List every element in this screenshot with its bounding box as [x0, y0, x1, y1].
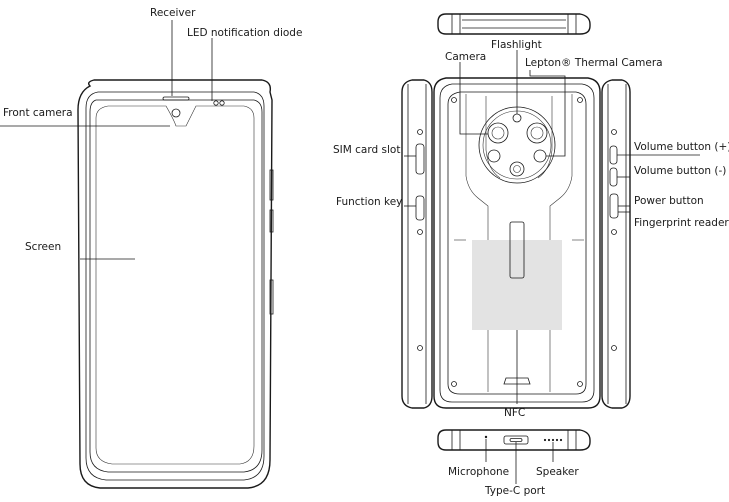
label-power-button: Power button [634, 195, 704, 207]
top-edge-view [437, 13, 591, 35]
label-nfc: NFC [504, 407, 525, 419]
microphone-hole [484, 435, 488, 439]
function-key [415, 195, 425, 221]
label-flashlight: Flashlight [491, 39, 542, 51]
volume-up-button [609, 145, 618, 165]
label-volume-down: Volume button (-) [634, 165, 726, 177]
left-side-view [401, 79, 433, 409]
label-volume-up: Volume button (+) [634, 141, 729, 153]
sim-card-slot [415, 143, 425, 175]
label-speaker: Speaker [536, 466, 579, 478]
front-camera-lens [171, 108, 181, 118]
label-microphone: Microphone [448, 466, 509, 478]
label-thermal-camera: Lepton® Thermal Camera [525, 57, 663, 69]
label-function-key: Function key [336, 196, 402, 208]
label-camera: Camera [445, 51, 486, 63]
label-led-diode: LED notification diode [187, 27, 302, 39]
back-view [433, 50, 601, 409]
label-front-camera: Front camera [3, 107, 73, 119]
flashlight-lens [512, 113, 522, 123]
label-fingerprint-reader: Fingerprint reader [634, 217, 729, 229]
power-button [609, 193, 619, 219]
camera-module [478, 106, 556, 184]
nfc-area [472, 240, 562, 330]
receiver-grille [162, 96, 190, 101]
bottom-edge-view [437, 429, 591, 484]
led-diode [213, 100, 219, 106]
label-type-c-port: Type-C port [484, 485, 545, 497]
camera-lens [487, 122, 509, 144]
volume-down-button [609, 167, 618, 187]
front-view [0, 20, 274, 489]
speaker-grille [543, 438, 563, 442]
type-c-port [509, 438, 523, 442]
label-sim-card-slot: SIM card slot [333, 144, 400, 156]
label-receiver: Receiver [150, 7, 196, 19]
label-screen: Screen [25, 241, 61, 253]
thermal-camera-lens [526, 122, 548, 144]
right-side-view [601, 79, 700, 409]
